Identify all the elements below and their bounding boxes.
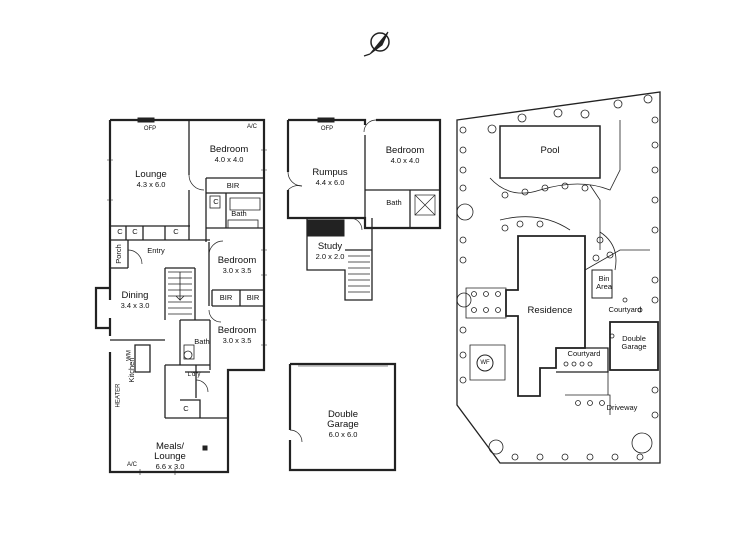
- double-garage-plan: [288, 362, 397, 472]
- site-boundary: [456, 91, 661, 464]
- bath-label-upper: Bath: [386, 198, 402, 207]
- room-dimensions: 4.4 x 6.0: [315, 178, 345, 187]
- ground-stairs: [168, 271, 192, 315]
- room-bedroom-3: Bedroom 3.0 x 3.5: [210, 326, 264, 346]
- site-pool: [499, 125, 601, 179]
- room-dimensions: 3.4 x 3.0: [120, 301, 150, 310]
- site-courtyard-right-label: Courtyard: [608, 305, 642, 314]
- room-name: Bedroom: [209, 144, 249, 155]
- ofp-label: OFP: [143, 126, 157, 132]
- room-name: Dining: [121, 290, 149, 301]
- ac-label-bottom: A/C: [126, 462, 137, 468]
- room-meals-lounge: Meals/ Lounge 6.6 x 3.0: [140, 432, 200, 482]
- room-study: Study 2.0 x 2.0: [308, 242, 352, 262]
- room-name: Lounge: [135, 169, 167, 180]
- room-bedroom-4: Bedroom 4.0 x 4.0: [378, 146, 432, 166]
- closet-label-1: C: [213, 197, 219, 206]
- study-stairs-block: [307, 219, 345, 237]
- closet-label-5: C: [183, 404, 189, 413]
- heater-label: HEATER: [115, 383, 122, 408]
- bir-label-3: BIR: [246, 293, 260, 302]
- room-bedroom-2: Bedroom 3.0 x 3.5: [210, 256, 264, 276]
- upper-floor-plan: [286, 118, 442, 230]
- room-rumpus: Rumpus 4.4 x 6.0: [302, 168, 358, 188]
- room-dimensions: 4.0 x 4.0: [214, 155, 244, 164]
- room-dimensions: 2.0 x 2.0: [315, 252, 345, 261]
- room-name: Bedroom: [385, 145, 425, 156]
- room-dimensions: 6.6 x 3.0: [155, 462, 185, 471]
- laundry-label: L'dry: [187, 372, 201, 378]
- room-dimensions: 4.3 x 6.0: [136, 180, 166, 189]
- site-courtyard-center-label: Courtyard: [567, 349, 601, 358]
- room-lounge: Lounge 4.3 x 6.0: [124, 170, 178, 190]
- room-name: Study: [317, 241, 343, 252]
- entry-label: Entry: [147, 246, 165, 255]
- site-residence-label: Residence: [527, 305, 573, 316]
- room-dimensions: 3.0 x 3.5: [222, 336, 252, 345]
- room-name: Double Garage: [327, 409, 359, 430]
- closet-label-2: C: [117, 227, 123, 236]
- site-garage-label: Double Garage: [621, 334, 647, 351]
- bir-label-2: BIR: [219, 293, 233, 302]
- room-name: Meals/ Lounge: [154, 441, 186, 462]
- ofp-label-upper: OFP: [320, 126, 334, 132]
- room-name: Bedroom: [217, 325, 257, 336]
- room-name: Bedroom: [217, 255, 257, 266]
- room-dimensions: 6.0 x 6.0: [328, 430, 358, 439]
- room-bedroom-1: Bedroom 4.0 x 4.0: [202, 145, 256, 165]
- bath-label-1: Bath: [231, 209, 247, 218]
- bir-label-1: BIR: [226, 181, 240, 190]
- site-trees: [456, 94, 659, 461]
- bath-label-2: Bath: [194, 337, 210, 346]
- room-dining: Dining 3.4 x 3.0: [110, 291, 160, 311]
- north-arrow-icon: [363, 31, 390, 57]
- site-bin-area-label: Bin Area: [596, 274, 612, 291]
- ground-floor-plan: [94, 118, 266, 474]
- site-driveway-label: Driveway: [606, 403, 638, 412]
- room-double-garage: Double Garage 6.0 x 6.0: [313, 400, 373, 450]
- ground-floor-walls: [110, 120, 264, 419]
- room-name: Rumpus: [312, 167, 348, 178]
- room-dimensions: 3.0 x 3.5: [222, 266, 252, 275]
- room-dimensions: 4.0 x 4.0: [390, 156, 420, 165]
- site-pool-label: Pool: [540, 145, 560, 156]
- site-wf-label: WF: [480, 360, 490, 366]
- closet-label-3: C: [132, 227, 138, 236]
- wm-label: WM: [126, 350, 133, 361]
- ac-label-top: A/C: [246, 124, 257, 130]
- closet-label-4: C: [173, 227, 179, 236]
- porch-label: Porch: [114, 244, 123, 264]
